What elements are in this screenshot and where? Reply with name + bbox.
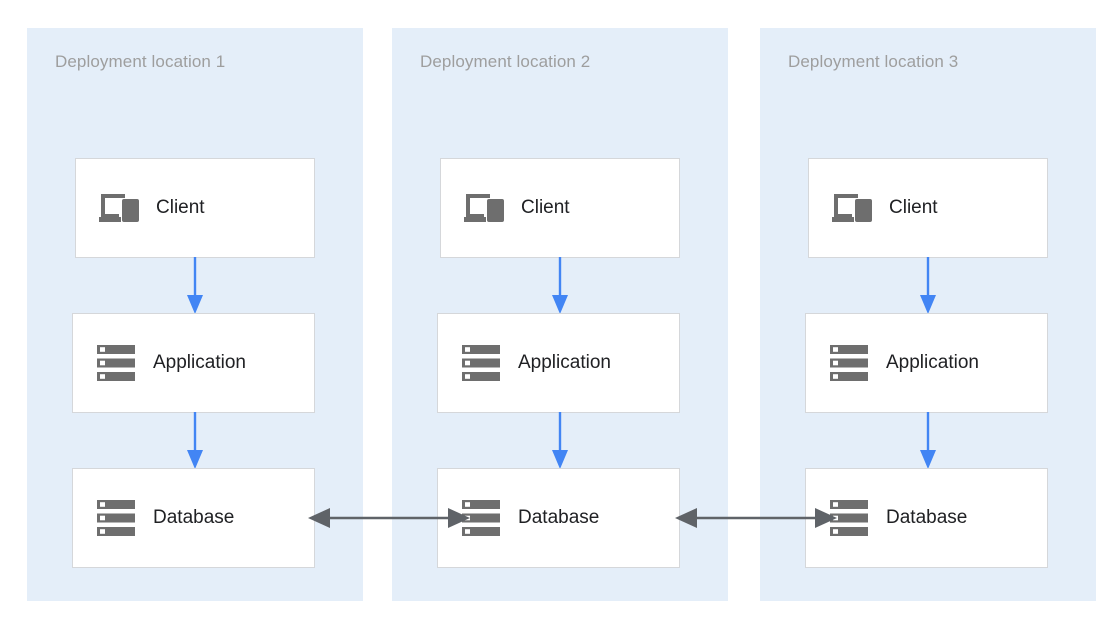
node-application[interactable]: Application: [805, 313, 1048, 413]
node-client[interactable]: Client: [75, 158, 315, 258]
node-label: Application: [886, 352, 979, 373]
node-label: Client: [889, 197, 938, 218]
deployment-location-panel-3: Deployment location 3 Client: [760, 28, 1096, 601]
node-application[interactable]: Application: [437, 313, 680, 413]
node-database[interactable]: Database: [437, 468, 680, 568]
node-label: Database: [886, 507, 968, 528]
panel-title: Deployment location 3: [788, 52, 959, 71]
server-stack-icon: [460, 342, 502, 384]
node-database[interactable]: Database: [72, 468, 315, 568]
node-database[interactable]: Database: [805, 468, 1048, 568]
server-stack-icon: [95, 342, 137, 384]
node-label: Database: [518, 507, 600, 528]
arrow-client-to-application: [551, 257, 569, 314]
panel-title: Deployment location 2: [420, 52, 591, 71]
devices-icon: [463, 187, 505, 229]
devices-icon: [98, 187, 140, 229]
deployment-location-panel-1: Deployment location 1 Client: [27, 28, 363, 601]
node-client[interactable]: Client: [440, 158, 680, 258]
node-label: Client: [521, 197, 570, 218]
node-label: Database: [153, 507, 235, 528]
devices-icon: [831, 187, 873, 229]
server-stack-icon: [95, 497, 137, 539]
node-client[interactable]: Client: [808, 158, 1048, 258]
arrow-application-to-database: [186, 412, 204, 469]
arrow-application-to-database: [919, 412, 937, 469]
node-label: Application: [518, 352, 611, 373]
arrow-client-to-application: [186, 257, 204, 314]
node-label: Application: [153, 352, 246, 373]
arrow-database-1-to-database-2: [308, 505, 470, 531]
arrow-client-to-application: [919, 257, 937, 314]
node-label: Client: [156, 197, 205, 218]
server-stack-icon: [828, 342, 870, 384]
panel-title: Deployment location 1: [55, 52, 226, 71]
arrow-application-to-database: [551, 412, 569, 469]
arrow-database-2-to-database-3: [675, 505, 837, 531]
deployment-location-panel-2: Deployment location 2 Client: [392, 28, 728, 601]
node-application[interactable]: Application: [72, 313, 315, 413]
